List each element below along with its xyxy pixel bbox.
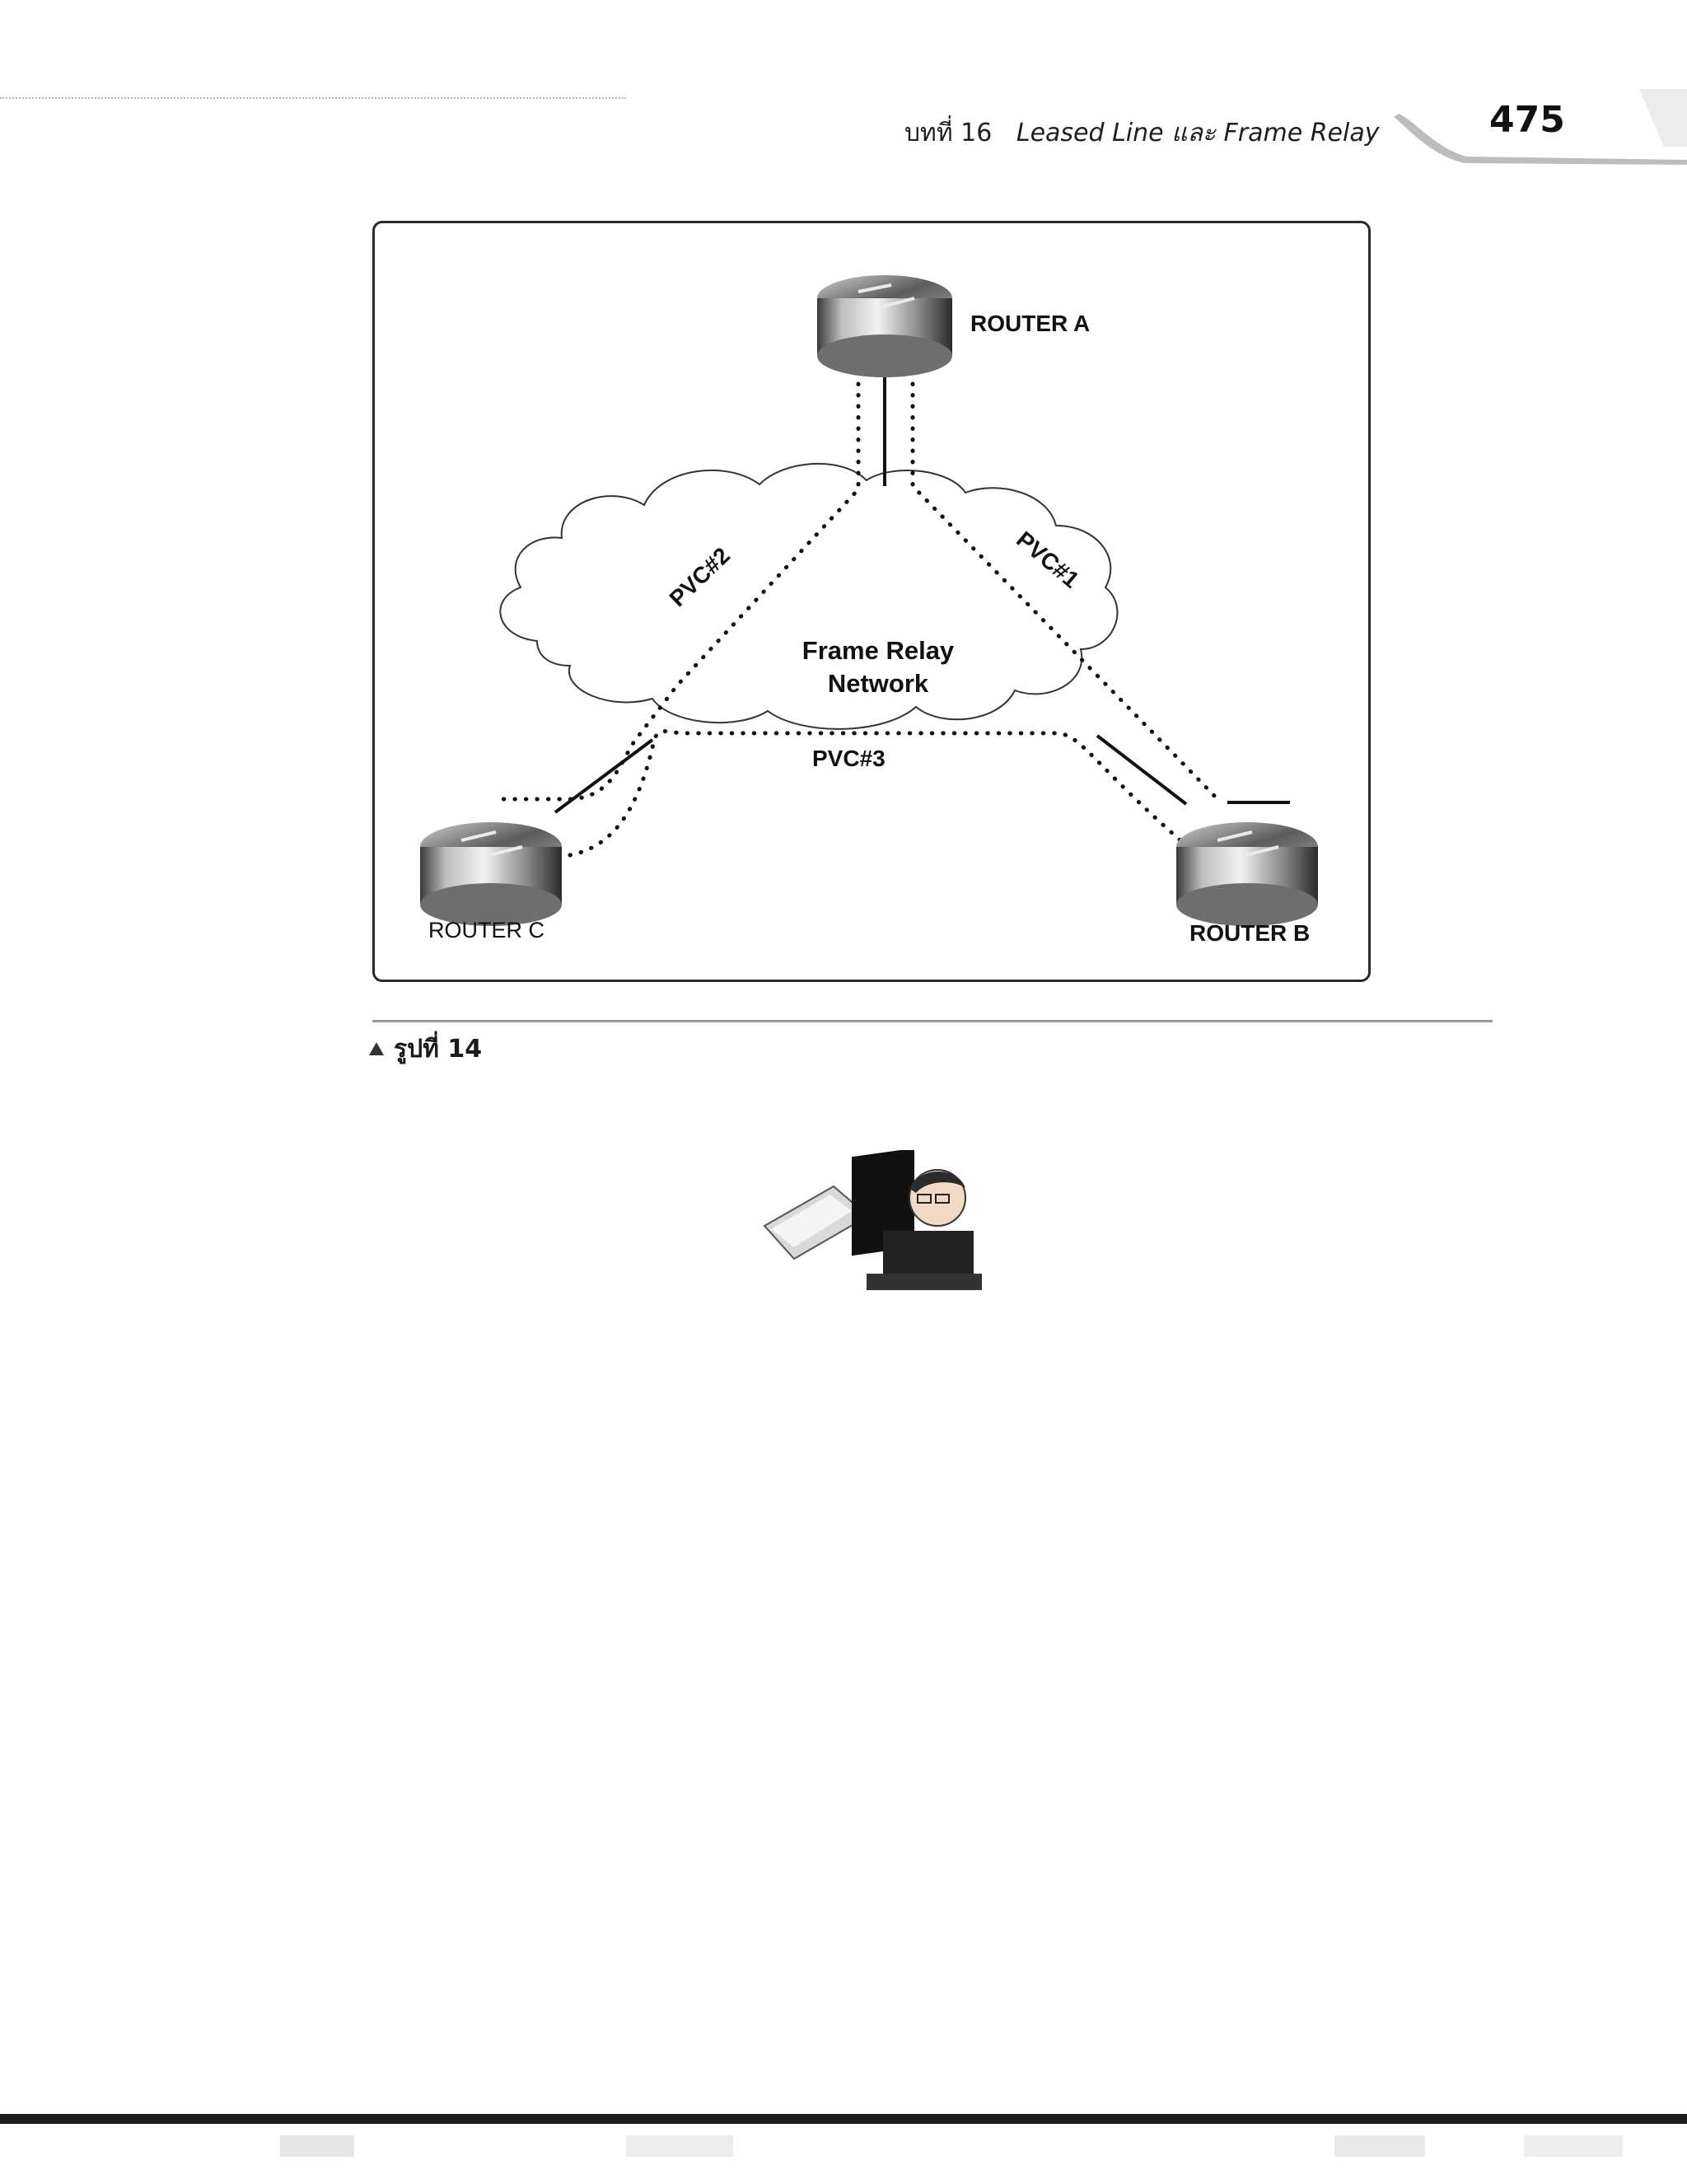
cloud-shape [499, 462, 1119, 730]
cloud-label-line1: Frame Relay [802, 636, 955, 665]
scan-noise-decoration [280, 2135, 1623, 2157]
pvc3-path [568, 729, 1190, 858]
figure-caption: รูปที่ 14 [369, 1030, 482, 1069]
chapter-label: บทที่ 16 [904, 119, 993, 147]
running-header: บทที่ 16 Leased Line และ Frame Relay [904, 114, 1379, 152]
header-swoosh-decoration [1394, 89, 1687, 165]
cloud-label-line2: Network [828, 669, 929, 698]
page-number: 475 [1489, 99, 1565, 141]
router-b-icon [1176, 822, 1318, 926]
router-a-label: ROUTER A [970, 311, 1090, 336]
router-a-icon [817, 275, 952, 377]
pvc2-path [492, 381, 861, 802]
router-c-label: ROUTER C [428, 918, 544, 942]
frame-relay-diagram: ROUTER A ROUTER C ROUTER B PVC#2 PVC#1 P… [420, 275, 1318, 946]
footer-rule [0, 2114, 1687, 2124]
person-at-laptop-icon [763, 1150, 982, 1290]
pvc-paths [492, 381, 1223, 858]
router-b-label: ROUTER B [1189, 920, 1310, 946]
pvc3-label: PVC#3 [812, 746, 886, 771]
figure-frame [372, 221, 1371, 982]
pvc1-path [910, 381, 1223, 805]
caption-text: รูปที่ 14 [394, 1035, 483, 1064]
chapter-title: Leased Line และ Frame Relay [1016, 119, 1380, 147]
caption-rule [372, 1020, 1493, 1022]
header-rule [0, 97, 626, 99]
router-c-icon [420, 822, 562, 926]
caption-triangle-icon [369, 1042, 384, 1055]
